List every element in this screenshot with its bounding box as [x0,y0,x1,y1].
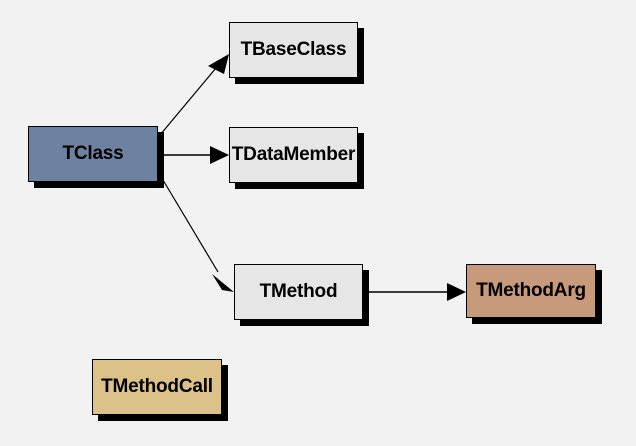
node-tmethodcall[interactable]: TMethodCall [92,359,222,415]
node-label-tmethod: TMethod [259,281,338,302]
node-tmethodarg[interactable]: TMethodArg [466,264,596,318]
node-tmethod[interactable]: TMethod [234,264,363,320]
node-label-tmethodcall: TMethodCall [101,376,213,397]
node-label-tdatamember: TDataMember [231,144,356,165]
node-tdatamember[interactable]: TDataMember [229,127,358,183]
edge-tclass-to-tdatamember [160,146,229,164]
node-label-tmethodarg: TMethodArg [476,280,586,301]
edge-tmethod-to-tmethodarg [368,283,466,301]
edge-tclass-to-tbaseclass [159,54,229,136]
node-label-tclass: TClass [62,143,124,164]
edge-tclass-to-tmethod [159,174,234,292]
node-tbaseclass[interactable]: TBaseClass [229,22,358,78]
node-tclass[interactable]: TClass [28,126,158,182]
node-label-tbaseclass: TBaseClass [240,39,347,60]
